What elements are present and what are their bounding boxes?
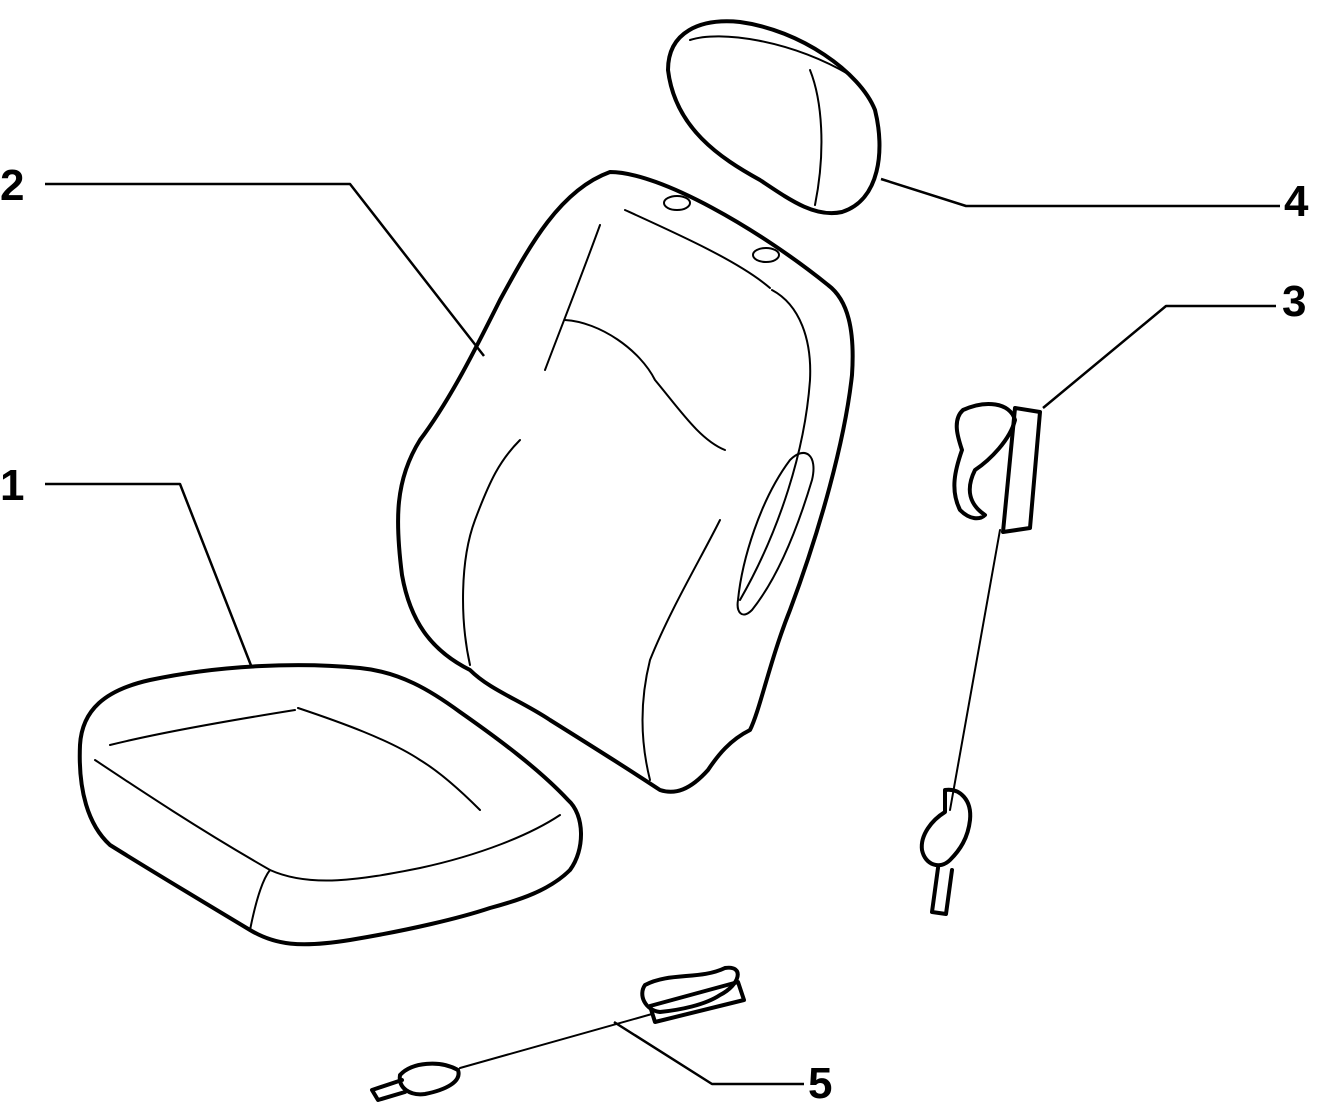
leader-line-4 [880, 177, 1280, 208]
cushion-part [77, 663, 583, 947]
backrest-cable-part [919, 402, 1042, 916]
leader-line-3 [1042, 304, 1276, 409]
leader-line-2 [45, 182, 485, 357]
headrest-part [666, 19, 882, 216]
callout-number-4: 4 [1284, 177, 1309, 226]
callout-number-3: 3 [1282, 277, 1306, 326]
callout-number-5: 5 [808, 1059, 832, 1104]
callout-number-1: 1 [0, 461, 24, 510]
leader-lines [45, 177, 1280, 1086]
leader-line-1 [45, 482, 254, 669]
backrest-part [396, 170, 855, 794]
leader-line-5 [613, 1020, 804, 1086]
cushion-cable-part [370, 965, 746, 1102]
callout-number-2: 2 [0, 161, 24, 210]
